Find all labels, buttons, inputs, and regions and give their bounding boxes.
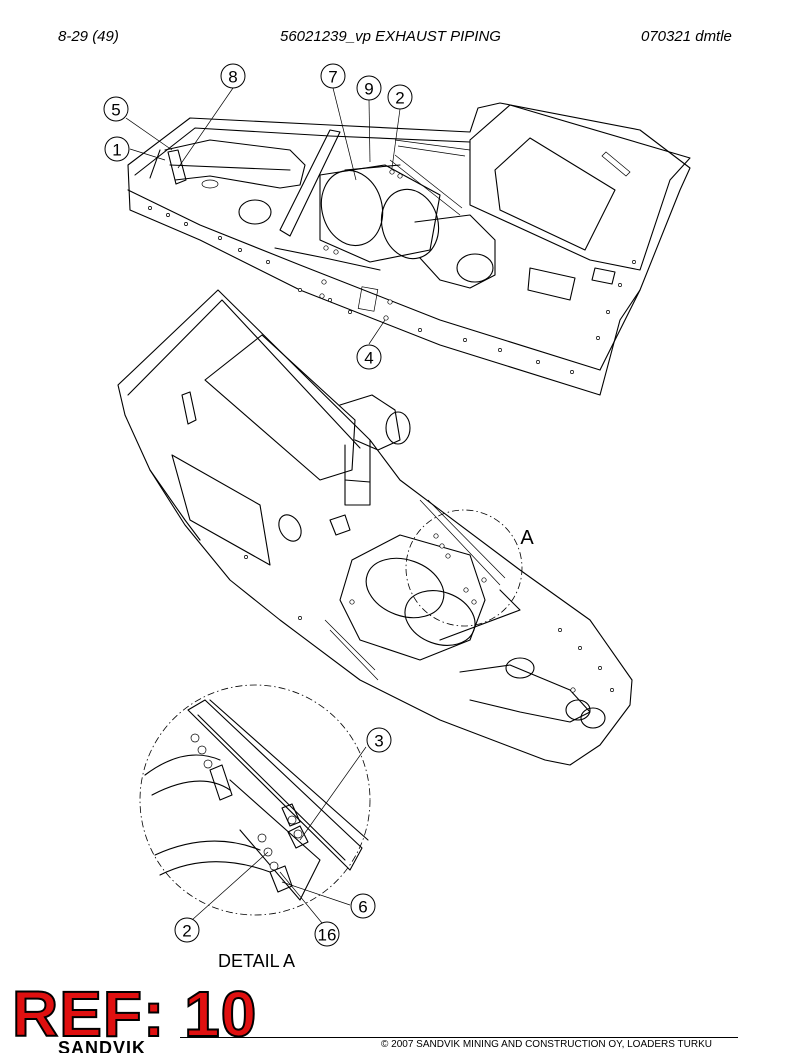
callout-2-top: 2 <box>387 84 413 110</box>
footer-divider <box>180 1037 738 1038</box>
drawing-title: 56021239_vp EXHAUST PIPING <box>280 28 501 45</box>
svg-text:1: 1 <box>112 141 121 160</box>
copyright-notice: © 2007 SANDVIK MINING AND CONSTRUCTION O… <box>381 1039 712 1050</box>
drawing-code: 070321 dmtle <box>641 28 732 45</box>
callout-6: 6 <box>350 893 376 919</box>
callout-8: 8 <box>220 63 246 89</box>
callout-1: 1 <box>104 136 130 162</box>
detail-a-view <box>139 684 371 924</box>
callout-3: 3 <box>366 727 392 753</box>
svg-text:2: 2 <box>395 89 404 108</box>
callout-2-detail: 2 <box>174 917 200 943</box>
svg-text:7: 7 <box>328 68 337 87</box>
svg-text:2: 2 <box>182 922 191 941</box>
svg-text:8: 8 <box>228 68 237 87</box>
callout-4: 4 <box>356 344 382 370</box>
detail-a-marker: A <box>520 527 534 549</box>
company-logo-text: SANDVIK <box>58 1040 147 1053</box>
page-number: 8-29 (49) <box>58 28 119 45</box>
top-frame-view <box>125 87 691 396</box>
svg-text:16: 16 <box>318 926 337 945</box>
detail-a-caption: DETAIL A <box>218 951 296 971</box>
company-logo: SANDVIK <box>58 1040 180 1053</box>
svg-text:6: 6 <box>358 898 367 917</box>
svg-text:4: 4 <box>364 349 373 368</box>
svg-text:5: 5 <box>111 101 120 120</box>
middle-frame-view <box>117 289 633 766</box>
svg-text:3: 3 <box>374 732 383 751</box>
ref-label: REF: 10 <box>11 978 258 1050</box>
callout-9: 9 <box>356 75 382 101</box>
svg-text:9: 9 <box>364 80 373 99</box>
callout-7: 7 <box>320 63 346 89</box>
callout-5: 5 <box>103 96 129 122</box>
callout-16: 16 <box>314 921 340 947</box>
